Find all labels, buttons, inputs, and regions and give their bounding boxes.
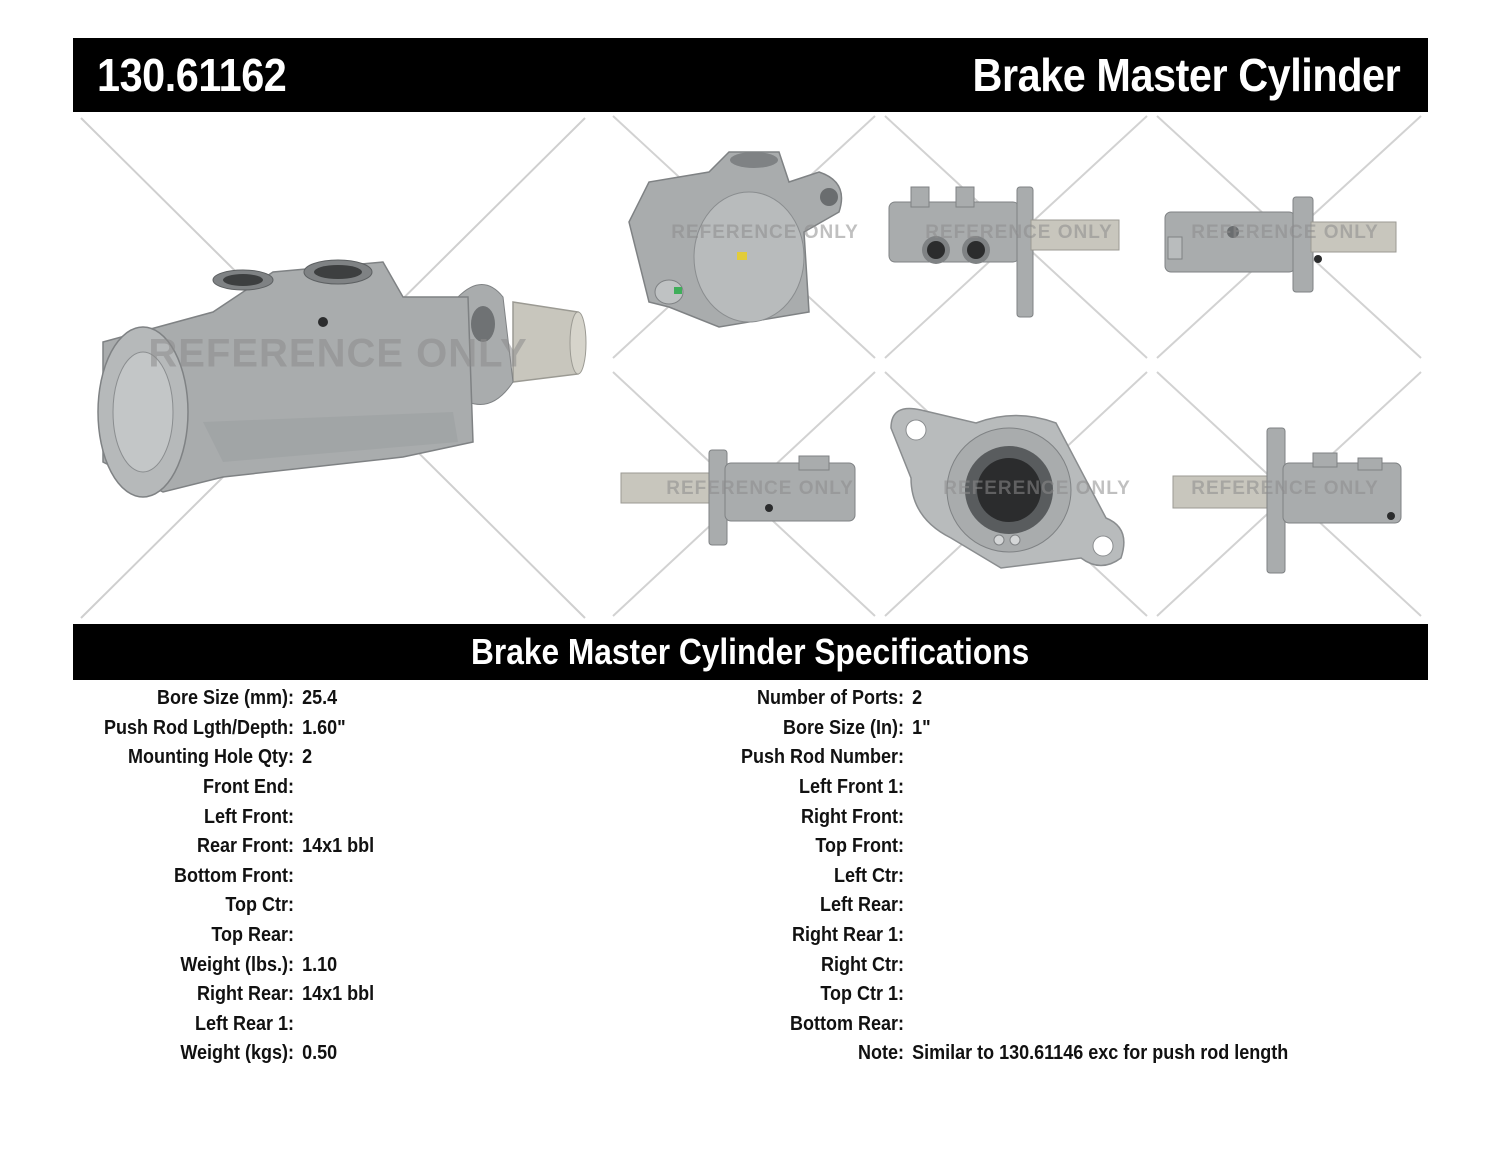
spec-row: Top Ctr 1: (0, 980, 1331, 1010)
watermark-side-left: REFERENCE ONLY (666, 478, 854, 499)
watermark-rear: REFERENCE ONLY (943, 478, 1131, 499)
spec-row: Right Rear: 14x1 bbl (0, 980, 383, 1010)
spec-row: Left Ctr: (0, 862, 1331, 892)
spec-row: Mounting Hole Qty: 2 (0, 743, 383, 773)
spec-label: Note: (858, 1042, 904, 1065)
spec-label: Weight (kgs): (180, 1042, 294, 1065)
header-bar: 130.61162 Brake Master Cylinder (73, 38, 1428, 112)
spec-row: Bore Size (mm): 25.4 (0, 684, 383, 714)
rear-view-drawing (884, 371, 1148, 617)
spec-row: Bottom Rear: (0, 1010, 1331, 1040)
watermark-main: REFERENCE ONLY (148, 331, 528, 376)
watermark-top-angle: REFERENCE ONLY (671, 222, 859, 243)
spec-label: Right Rear: (196, 983, 294, 1006)
spec-label: Left Front: (204, 805, 294, 828)
spec-row: Weight (lbs.): 1.10 (0, 950, 383, 980)
spec-label: Mounting Hole Qty: (128, 746, 294, 769)
spec-row: Push Rod Lgth/Depth: 1.60" (0, 714, 383, 744)
spec-value: 2 (302, 746, 313, 769)
spec-label: Top Ctr 1: (820, 983, 904, 1006)
specifications-title: Brake Master Cylinder Specifications (471, 631, 1030, 672)
spec-row: Left Front: (0, 802, 383, 832)
spec-row: Left Rear 1: (0, 1010, 383, 1040)
product-image-top[interactable]: REFERENCE ONLY (881, 112, 1151, 362)
spec-row: Right Front: (0, 802, 1331, 832)
spec-value: 0.50 (302, 1042, 338, 1065)
spec-row: Front End: (0, 773, 383, 803)
spec-label: Left Rear 1: (194, 1012, 294, 1035)
spec-label: Right Rear 1: (791, 924, 904, 947)
watermark-top: REFERENCE ONLY (925, 222, 1113, 243)
top-angle-view-drawing (612, 115, 876, 359)
spec-row: Right Ctr: (0, 950, 1331, 980)
spec-row: Weight (kgs): 0.50 (0, 1039, 383, 1069)
spec-row: Push Rod Number: (0, 743, 1331, 773)
spec-label: Right Front: (801, 805, 904, 828)
spec-label: Bore Size (In): (782, 716, 904, 739)
spec-label: Left Rear: (819, 894, 904, 917)
product-image-main[interactable]: REFERENCE ONLY (73, 112, 593, 624)
product-gallery: REFERENCE ONLY REFERENCE ONLY (73, 112, 1428, 624)
spec-value: Similar to 130.61146 exc for push rod le… (912, 1042, 1289, 1065)
spec-row: Left Front 1: (0, 773, 1331, 803)
product-image-side-left[interactable]: REFERENCE ONLY (609, 368, 879, 620)
top-view-drawing (884, 115, 1148, 359)
product-image-bottom[interactable]: REFERENCE ONLY (1153, 368, 1425, 620)
spec-label: Number of Ports: (756, 687, 904, 710)
spec-value: 1.60" (302, 716, 346, 739)
spec-label: Left Front 1: (799, 776, 904, 799)
part-number: 130.61162 (97, 49, 287, 101)
main-view-drawing (80, 117, 587, 619)
spec-label: Left Ctr: (834, 864, 904, 887)
spec-label: Top Rear: (211, 924, 294, 947)
spec-label: Front End: (203, 776, 294, 799)
watermark-bottom: REFERENCE ONLY (1191, 478, 1379, 499)
spec-label: Push Rod Lgth/Depth: (104, 716, 294, 739)
spec-value: 1" (912, 716, 931, 739)
bottom-view-drawing (1156, 371, 1422, 617)
spec-row: Rear Front: 14x1 bbl (0, 832, 383, 862)
spec-value: 14x1 bbl (302, 835, 375, 858)
spec-row: Bore Size (In): 1" (0, 714, 1331, 744)
side-view-right-drawing (1156, 115, 1422, 359)
page-title: Brake Master Cylinder (972, 49, 1400, 101)
product-image-side-right[interactable]: REFERENCE ONLY (1153, 112, 1425, 362)
spec-row: Right Rear 1: (0, 921, 1331, 951)
spec-row: Note: Similar to 130.61146 exc for push r… (0, 1039, 1331, 1069)
spec-label: Weight (lbs.): (180, 953, 294, 976)
spec-row: Bottom Front: (0, 862, 383, 892)
spec-value: 25.4 (302, 687, 338, 710)
spec-label: Bottom Rear: (789, 1012, 904, 1035)
spec-label: Bottom Front: (174, 864, 294, 887)
spec-row: Number of Ports: 2 (0, 684, 1331, 714)
spec-value: 14x1 bbl (302, 983, 375, 1006)
product-image-top-angle[interactable]: REFERENCE ONLY (609, 112, 879, 362)
spec-label: Top Ctr: (225, 894, 294, 917)
spec-value: 2 (912, 687, 923, 710)
spec-label: Top Front: (815, 835, 904, 858)
spec-row: Left Rear: (0, 891, 1331, 921)
spec-row: Top Rear: (0, 921, 383, 951)
spec-label: Push Rod Number: (740, 746, 904, 769)
spec-row: Top Front: (0, 832, 1331, 862)
specifications-header: Brake Master Cylinder Specifications (73, 624, 1428, 680)
spec-label: Bore Size (mm): (156, 687, 294, 710)
spec-label: Right Ctr: (821, 953, 904, 976)
spec-label: Rear Front: (196, 835, 294, 858)
product-image-rear[interactable]: REFERENCE ONLY (881, 368, 1151, 620)
spec-row: Top Ctr: (0, 891, 383, 921)
spec-value: 1.10 (302, 953, 338, 976)
watermark-side-right: REFERENCE ONLY (1191, 222, 1379, 243)
side-view-left-drawing (612, 371, 876, 617)
